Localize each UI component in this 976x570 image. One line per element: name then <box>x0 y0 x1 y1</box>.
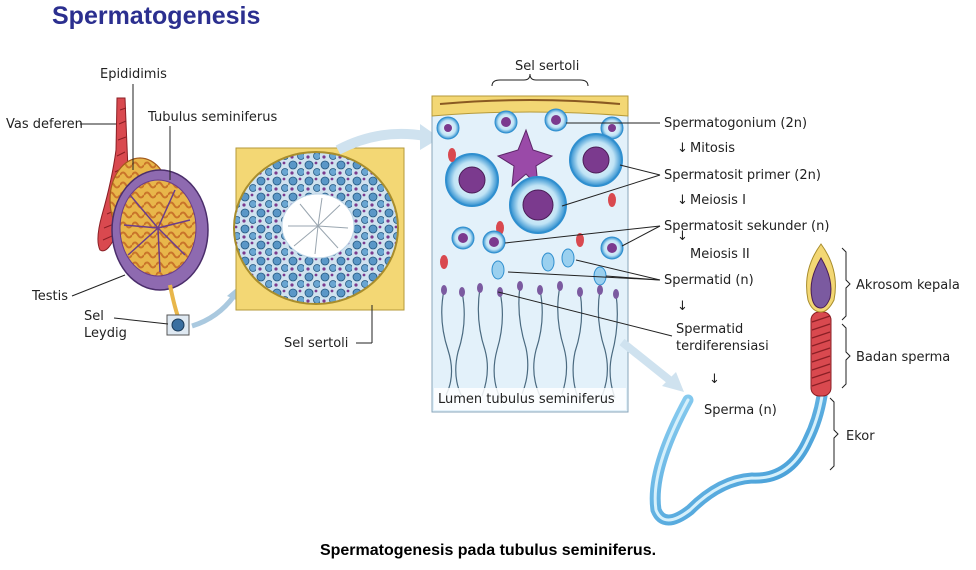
spermatid <box>491 260 505 280</box>
label-vas-deferen: Vas deferen <box>6 117 83 132</box>
spermatid <box>561 248 575 268</box>
label-spermatid: Spermatid (n) <box>664 273 754 288</box>
label-lumen: Lumen tubulus seminiferus <box>438 392 615 407</box>
label-sel-leydig-1: Sel <box>84 309 104 324</box>
arrow-to-sperm <box>619 338 675 386</box>
sperm-midpiece-coils <box>811 315 831 387</box>
arrow-to-magnified <box>335 128 426 155</box>
label-sel-leydig-2: Leydig <box>84 326 127 341</box>
leader-testis <box>71 274 126 297</box>
label-sperma: Sperma (n) <box>704 403 777 418</box>
label-spermatid-terdif-2: terdiferensiasi <box>676 339 769 354</box>
sperm-head-nucleus <box>810 257 832 309</box>
lumen-label-bg <box>434 388 626 410</box>
label-epididimis: Epididimis <box>100 67 167 82</box>
red-cell <box>576 233 584 247</box>
nucleus <box>607 243 617 253</box>
sperm-tail-core <box>653 394 824 522</box>
arrow-mitosis: ↓ <box>677 141 688 156</box>
arrow-to-cross-section <box>191 294 237 329</box>
leader-sel-leydig <box>113 317 169 325</box>
red-cell <box>608 193 616 207</box>
arrow-head-2 <box>420 124 440 150</box>
nucleus <box>458 233 468 243</box>
leader-spermatid-b <box>605 275 661 281</box>
label-mitosis: Mitosis <box>690 141 735 156</box>
nucleus <box>522 189 554 221</box>
basement-stripe <box>439 99 621 105</box>
nucleus <box>444 124 452 132</box>
leader-terdif <box>497 291 673 337</box>
label-ekor: Ekor <box>846 429 875 444</box>
sperm-illustration <box>649 243 836 526</box>
leader-primer-a <box>561 174 661 207</box>
arrow-meiosis2: ↓ <box>677 229 688 244</box>
spermatid-heads <box>441 281 619 299</box>
arrow-spermatid: ↓ <box>677 299 688 314</box>
leader-sekunder-b <box>621 225 661 247</box>
sertoli-cell <box>496 128 554 188</box>
label-spermatogonium: Spermatogonium (2n) <box>664 116 807 131</box>
leydig-cell <box>171 318 185 332</box>
label-sel-sertoli-cross: Sel sertoli <box>284 336 348 351</box>
label-tubulus-seminiferus: Tubulus seminiferus <box>147 110 278 125</box>
nucleus <box>551 115 561 125</box>
label-spermatosit-primer: Spermatosit primer (2n) <box>664 168 821 183</box>
label-sel-sertoli-top: Sel sertoli <box>515 59 579 74</box>
spermatid <box>593 266 607 286</box>
label-meiosis2: Meiosis II <box>690 247 750 262</box>
arrow-sperma: ↓ <box>709 372 720 387</box>
leader-spermatid-c <box>575 259 661 281</box>
label-spermatosit-sekunder: Spermatosit sekunder (n) <box>664 219 829 234</box>
red-cell <box>440 255 448 269</box>
testis-illustration <box>97 97 209 336</box>
spermatid <box>541 252 555 272</box>
label-akrosom: Akrosom kepala <box>856 278 960 293</box>
page-title: Spermatogenesis <box>52 2 261 30</box>
leader-primer-b <box>619 164 661 176</box>
label-badan: Badan sperma <box>856 350 950 365</box>
label-testis: Testis <box>31 289 68 304</box>
differentiated-spermatids <box>441 285 618 399</box>
figure-caption: Spermatogenesis pada tubulus seminiferus… <box>319 542 657 559</box>
leader-spermatid-a <box>507 271 661 281</box>
brace-akrosom <box>841 247 851 321</box>
magnified-section <box>431 95 629 413</box>
nucleus <box>458 166 486 194</box>
nucleus <box>501 117 511 127</box>
label-spermatid-terdif-1: Spermatid <box>676 322 743 337</box>
arrow-meiosis1: ↓ <box>677 193 688 208</box>
nucleus <box>489 237 499 247</box>
brace-sel-sertoli <box>491 73 589 87</box>
arrow-head-3 <box>662 372 684 392</box>
nucleus <box>608 124 616 132</box>
tubule-cross-section <box>233 147 405 311</box>
brace-badan <box>841 323 851 389</box>
label-meiosis1: Meiosis I <box>690 193 746 208</box>
brace-ekor <box>829 397 839 471</box>
testis-septa <box>123 189 191 273</box>
leader-sekunder-a <box>504 225 661 244</box>
nucleus <box>582 146 610 174</box>
red-cell <box>448 148 456 162</box>
lumen-tails <box>288 197 349 255</box>
